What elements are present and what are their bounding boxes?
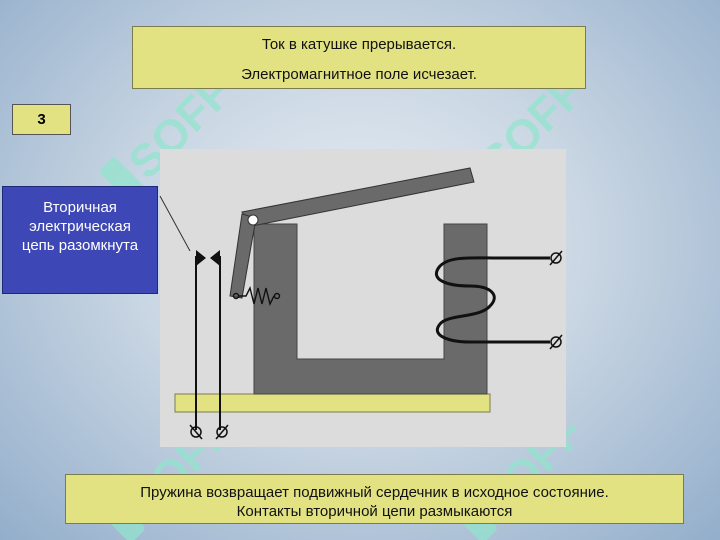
- magnetic-core: [253, 223, 488, 395]
- base-plate: [174, 393, 491, 413]
- step-number-badge: 3: [12, 104, 71, 135]
- secondary-contact-right: [210, 250, 221, 430]
- top-caption: Ток в катушке прерывается. Электромагнит…: [132, 26, 586, 89]
- secondary-circuit-callout: Вторичная электрическая цепь разомкнута: [2, 186, 158, 294]
- armature-lever: [229, 167, 475, 299]
- armature-pivot: [247, 214, 259, 226]
- top-caption-line-1: Ток в катушке прерывается.: [261, 36, 457, 53]
- bottom-caption-line-2: Контакты вторичной цепи размыкаются: [236, 503, 513, 520]
- coil-terminal-top: [549, 250, 563, 266]
- coil-winding: [435, 256, 550, 344]
- callout-line-2: электрическая: [29, 218, 131, 235]
- secondary-contact-left: [195, 250, 206, 430]
- callout-pointer: [159, 195, 191, 252]
- return-spring: [232, 285, 281, 307]
- secondary-terminal-left: [189, 424, 203, 440]
- callout-line-1: Вторичная: [43, 199, 117, 216]
- coil-terminal-bottom: [549, 334, 563, 350]
- top-caption-line-2: Электромагнитное поле исчезает.: [241, 66, 477, 83]
- bottom-caption-line-1: Пружина возвращает подвижный сердечник в…: [140, 484, 609, 501]
- bottom-caption: Пружина возвращает подвижный сердечник в…: [65, 474, 684, 524]
- secondary-terminal-right: [215, 424, 229, 440]
- callout-line-3: цепь разомкнута: [21, 237, 139, 254]
